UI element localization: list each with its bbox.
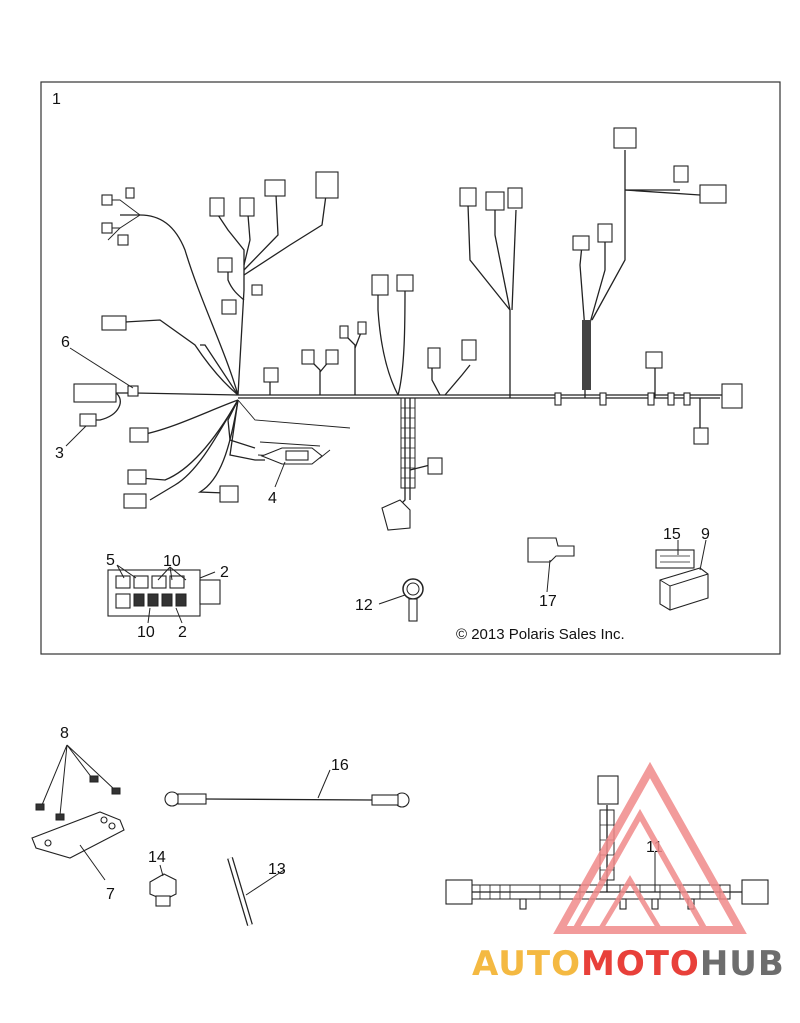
fuse-box [107,569,221,617]
callout-leaders [65,347,707,877]
bracket-plate-7 [31,811,125,859]
callout-17: 17 [539,593,557,610]
callout-3: 3 [55,445,64,462]
watermark-auto: AUTO [472,944,581,984]
callout-2a: 2 [220,564,229,581]
callout-7: 7 [106,886,115,903]
callout-1: 1 [52,91,61,108]
screws-8 [35,744,121,821]
callout-15: 15 [663,526,681,543]
ground-strap-16 [164,769,410,808]
callout-4: 4 [268,490,277,507]
callout-10b: 10 [137,624,155,641]
callout-12: 12 [355,597,373,614]
callout-8: 8 [60,725,69,742]
callout-9: 9 [701,526,710,543]
callout-16: 16 [331,757,349,774]
callout-10a: 10 [163,553,181,570]
copyright-notice: © 2013 Polaris Sales Inc. [456,626,625,643]
edge-clip-14 [149,873,177,907]
watermark-hub: HUB [700,944,785,984]
watermark-moto: MOTO [581,944,700,984]
relay-9 [655,549,709,611]
terminal-cap-17 [527,537,575,563]
callout-14: 14 [148,849,166,866]
watermark-text: AUTOMOTOHUB [472,944,785,984]
callout-6: 6 [61,334,70,351]
main-wire-harness [73,127,743,531]
automotohub-watermark [553,761,747,934]
callout-5: 5 [106,552,115,569]
callout-2b: 2 [178,624,187,641]
module-6 [73,383,117,403]
cable-tie-13 [227,857,285,926]
callout-13: 13 [268,861,286,878]
wire-clamp-12 [402,578,424,622]
main-assembly-frame [40,81,781,655]
